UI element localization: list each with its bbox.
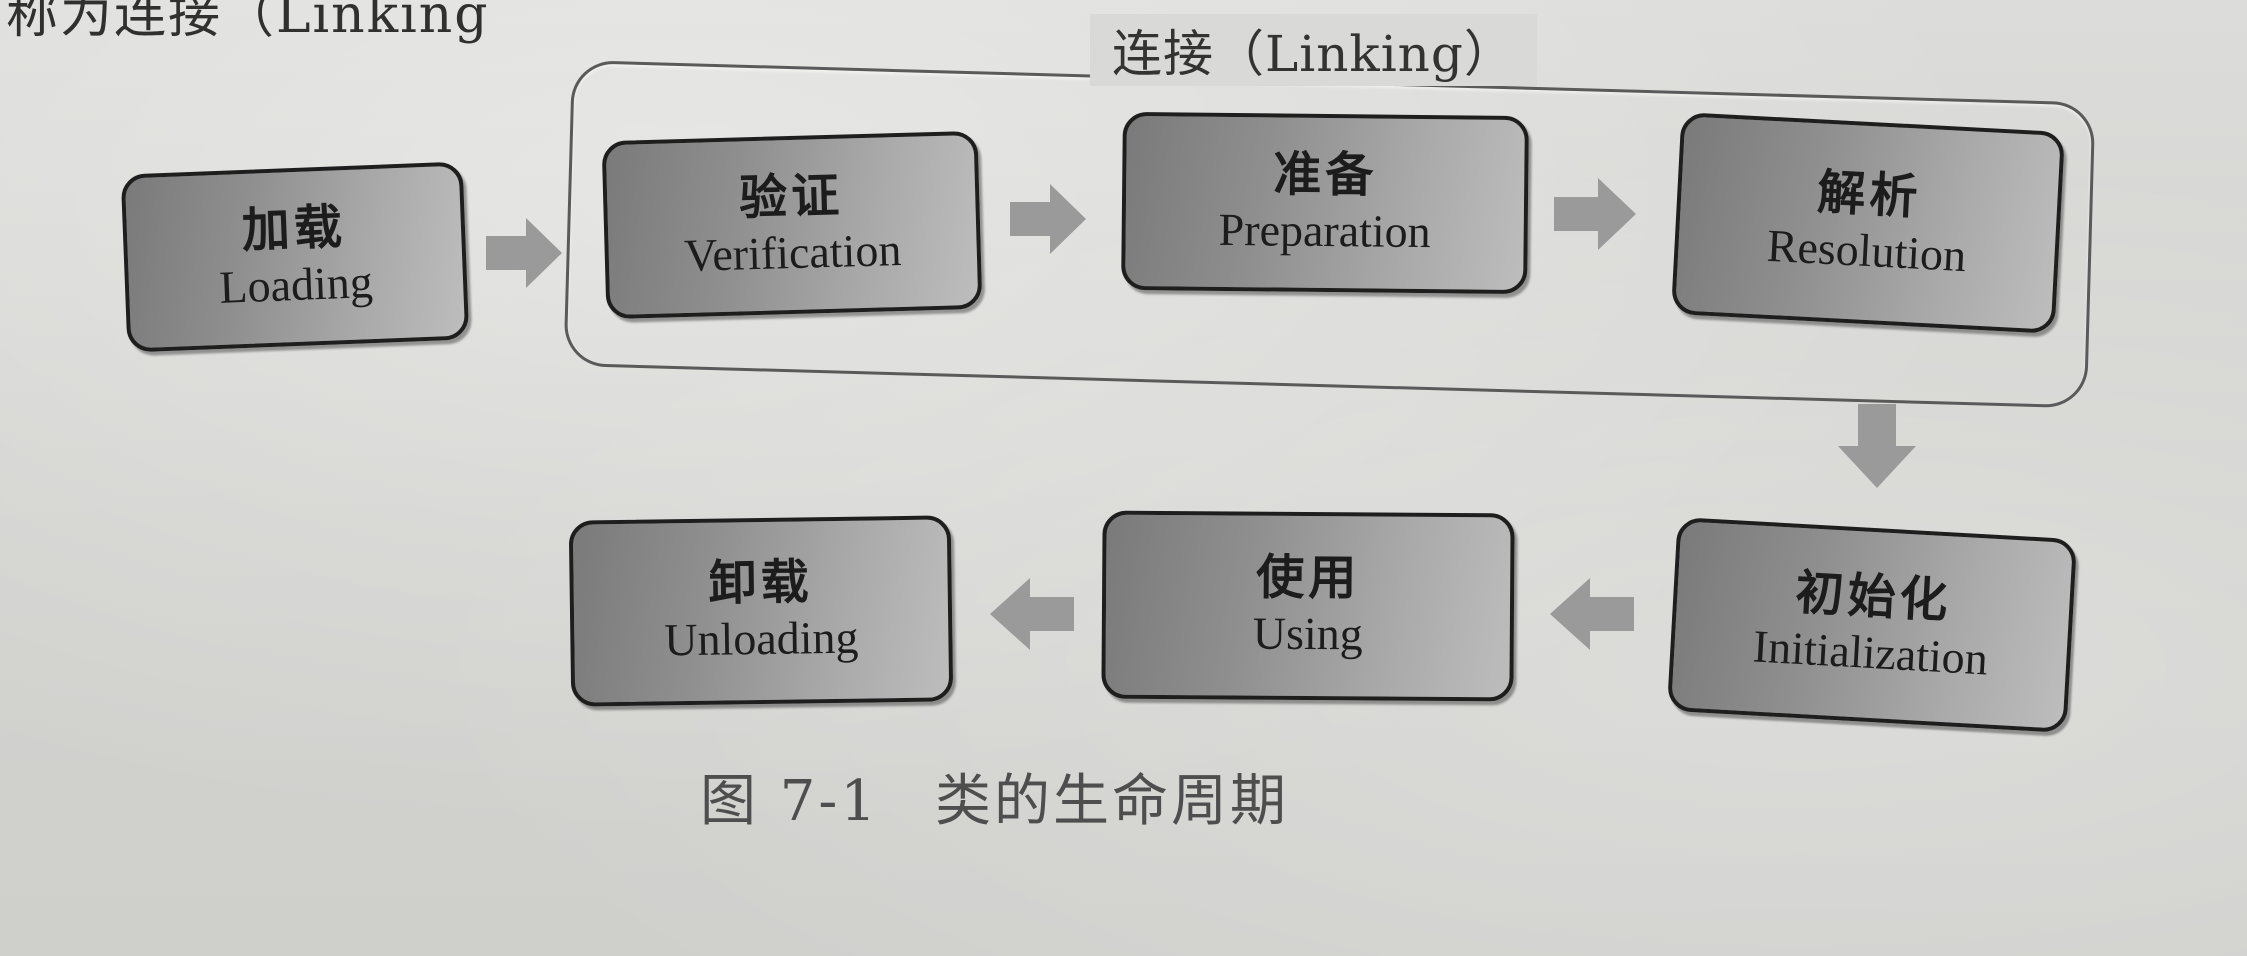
- stage-resolution: 解析 Resolution: [1670, 112, 2066, 334]
- top-text-fragment: 称为连接（Linking: [6, 0, 490, 45]
- figure-number: 图 7-1: [700, 769, 879, 834]
- figure-caption: 图 7-1 类的生命周期: [700, 756, 1289, 837]
- stage-loading: 加载 Loading: [120, 161, 470, 353]
- stage-loading-en: Loading: [218, 256, 374, 313]
- linking-label: 连接（Linking）: [1090, 14, 1537, 86]
- stage-resolution-zh: 解析: [1816, 164, 1923, 226]
- stage-initialization-en: Initialization: [1751, 620, 1990, 685]
- figure-title: 类的生命周期: [934, 769, 1289, 834]
- stage-verification-en: Verification: [683, 223, 902, 282]
- stage-preparation-en: Preparation: [1218, 203, 1431, 258]
- stage-verification: 验证 Verification: [601, 130, 983, 320]
- stage-using-zh: 使用: [1255, 549, 1361, 607]
- stage-initialization-zh: 初始化: [1794, 564, 1954, 630]
- stage-initialization: 初始化 Initialization: [1666, 516, 2078, 734]
- stage-unloading: 卸载 Unloading: [568, 515, 954, 707]
- stage-using-en: Using: [1252, 607, 1363, 660]
- stage-using: 使用 Using: [1101, 510, 1515, 702]
- stage-preparation-zh: 准备: [1272, 146, 1378, 204]
- stage-verification-zh: 验证: [738, 167, 844, 227]
- stage-preparation: 准备 Preparation: [1121, 111, 1529, 295]
- stage-loading-zh: 加载: [240, 198, 347, 259]
- stage-unloading-zh: 卸载: [708, 554, 813, 612]
- stage-unloading-en: Unloading: [663, 611, 859, 666]
- stage-resolution-en: Resolution: [1765, 219, 1968, 282]
